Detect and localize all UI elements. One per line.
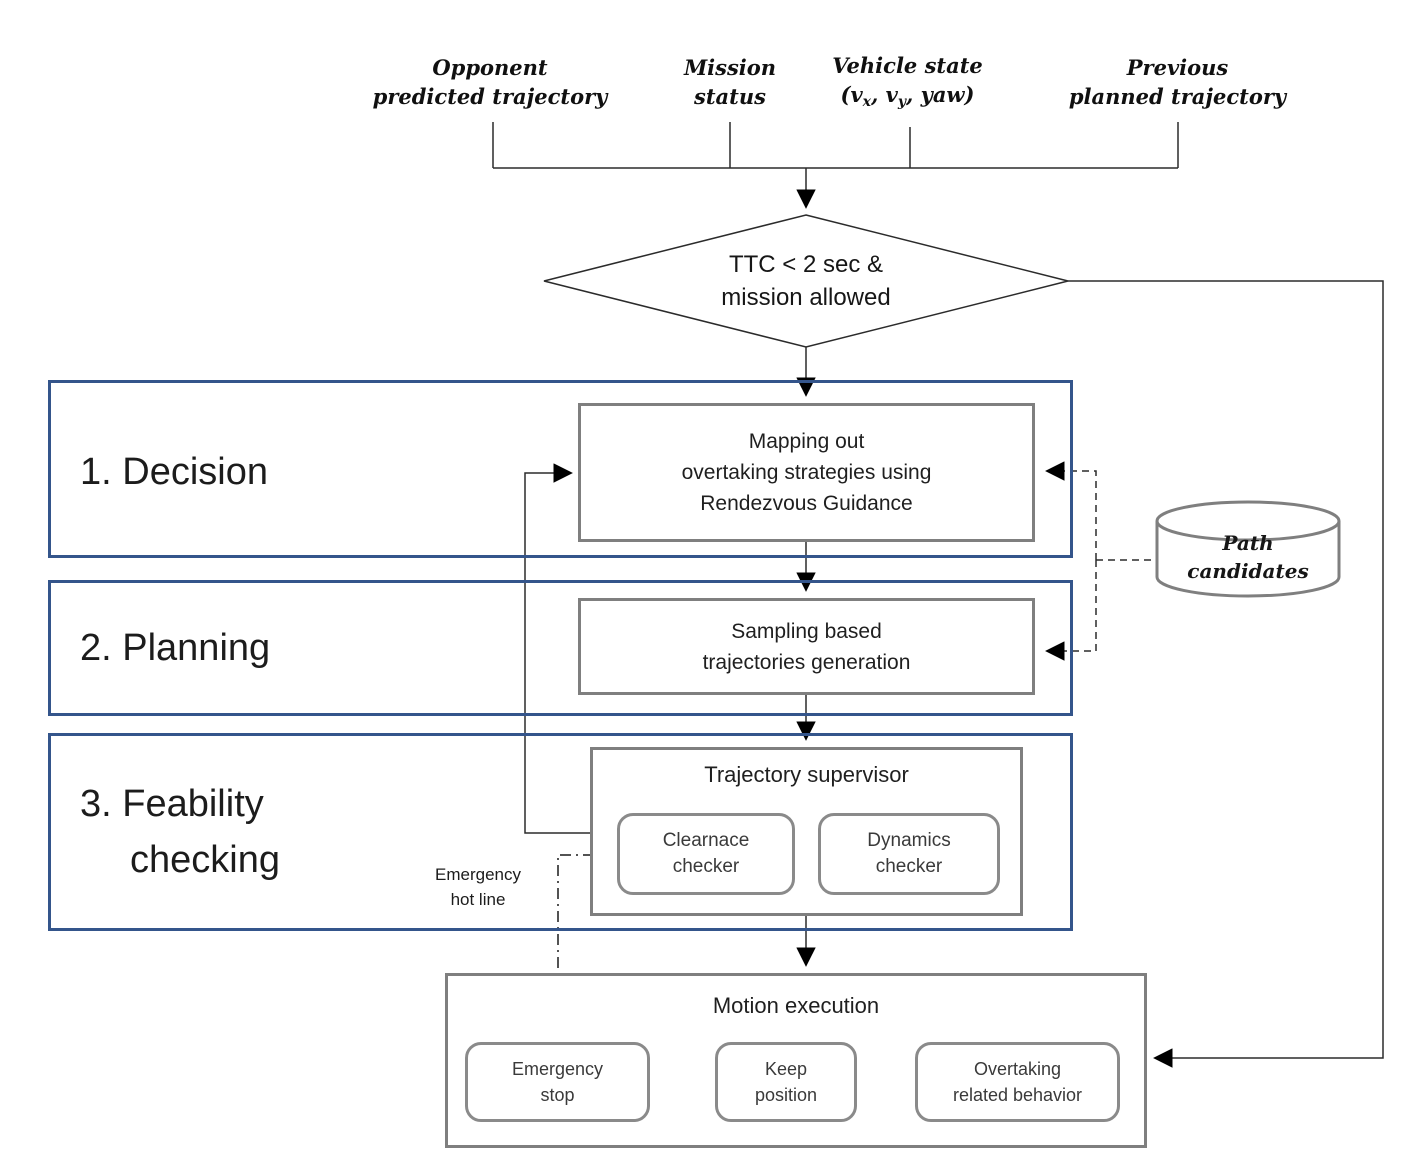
input-bus-lines [492, 122, 1179, 169]
stage-label-feasibility: 3. Feability checking [80, 776, 280, 888]
input-label-opponent: Opponent predicted trajectory [340, 53, 640, 111]
keep-position-box: Keep position [715, 1042, 857, 1122]
input-previous-line2: planned trajectory [1068, 84, 1287, 109]
stage-feasibility-line1: 3. Feability [80, 783, 264, 825]
decision-diamond-label: TTC < 2 sec & mission allowed [721, 251, 891, 311]
input-previous-line1: Previous [1126, 55, 1229, 80]
arrow-diamond-to-motion-loop [1068, 280, 1384, 1068]
input-label-mission: Mission status [640, 53, 820, 111]
stage-label-decision: 1. Decision [80, 451, 268, 493]
input-mission-line2: status [694, 84, 766, 109]
input-opponent-line2: predicted trajectory [372, 84, 608, 109]
mapping-strategies-box: Mapping out overtaking strategies using … [578, 403, 1035, 542]
input-vehicle-line1: Vehicle state [832, 53, 983, 78]
trajectory-supervisor-box: Trajectory supervisor Clearnace checker … [590, 747, 1023, 916]
stage-frame-planning [48, 580, 1073, 716]
input-mission-line1: Mission [683, 55, 777, 80]
clearance-checker-box: Clearnace checker [617, 813, 795, 895]
motion-execution-box: Motion execution Emergency stop Keep pos… [445, 973, 1147, 1148]
input-label-vehicle-state: Vehicle state (vx, vy, yaw) [800, 51, 1015, 109]
path-candidates-label: Path candidates [1187, 531, 1309, 583]
dynamics-checker-box: Dynamics checker [818, 813, 1000, 895]
input-opponent-line1: Opponent [432, 55, 548, 80]
stage-label-planning: 2. Planning [80, 627, 271, 669]
input-label-previous: Previous planned trajectory [1040, 53, 1315, 111]
sampling-generation-box: Sampling based trajectories generation [578, 598, 1035, 695]
input-vehicle-formula: (vx, vy, yaw) [840, 82, 975, 110]
stage-feasibility-line2: checking [130, 839, 280, 881]
trajectory-supervisor-title: Trajectory supervisor [704, 762, 909, 787]
motion-execution-title: Motion execution [712, 993, 880, 1018]
stage-frame-feasibility [48, 733, 1073, 931]
overtaking-behavior-box: Overtaking related behavior [915, 1042, 1120, 1122]
emergency-hotline-note: Emergency hot line [435, 865, 521, 909]
stage-frame-decision [48, 380, 1073, 558]
emergency-stop-box: Emergency stop [465, 1042, 650, 1122]
